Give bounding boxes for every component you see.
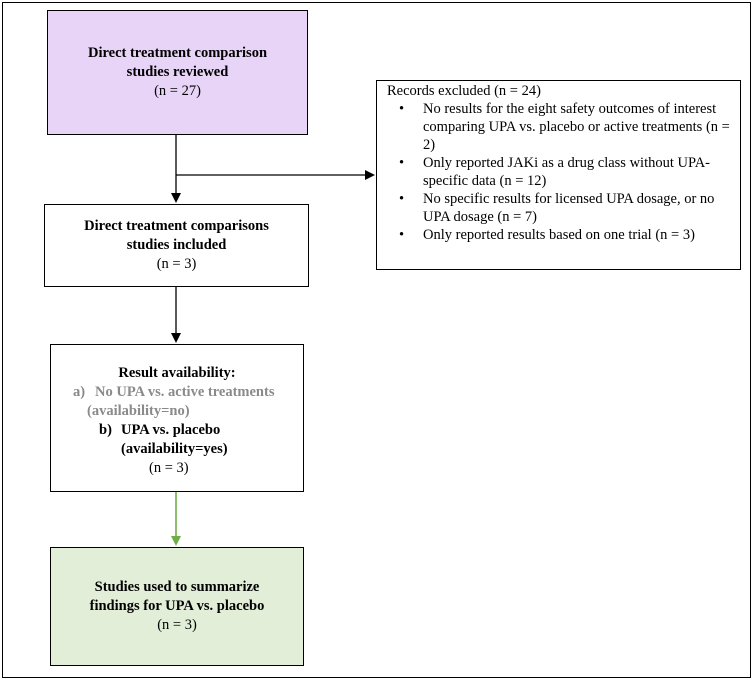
option-a-marker: a) — [73, 384, 86, 400]
option-b-marker: b) — [99, 422, 112, 438]
exclusion-reasons-list: No results for the eight safety outcomes… — [387, 100, 732, 244]
exclusion-reason: No specific results for licensed UPA dos… — [387, 190, 732, 226]
records-excluded-title: Records excluded (n = 24) — [387, 83, 541, 99]
studies-included-count: (n = 3) — [156, 256, 197, 272]
exclusion-reason: No results for the eight safety outcomes… — [387, 100, 732, 154]
exclusion-reason: Only reported JAKi as a drug class witho… — [387, 154, 732, 190]
studies-included-box: Direct treatment comparisons studies inc… — [44, 204, 309, 287]
studies-reviewed-box: Direct treatment comparison studies revi… — [47, 10, 308, 135]
studies-reviewed-count: (n = 27) — [154, 83, 201, 99]
result-availability-count: (n = 3) — [149, 460, 189, 476]
records-excluded-box: Records excluded (n = 24) No results for… — [376, 80, 741, 270]
result-availability-title: Result availability: — [118, 365, 236, 381]
studies-summary-box: Studies used to summarize findings for U… — [50, 547, 304, 666]
studies-summary-count: (n = 3) — [157, 617, 197, 633]
option-b: b) UPA vs. placebo (availability=yes) — [51, 421, 303, 459]
exclusion-reason: Only reported results based on one trial… — [387, 226, 732, 244]
result-availability-box: Result availability: a) No UPA vs. activ… — [50, 344, 304, 492]
option-a: a) No UPA vs. active treatments (availab… — [51, 383, 303, 421]
option-a-text: No UPA vs. active treatments (availabili… — [87, 384, 275, 419]
studies-summary-title: Studies used to summarize findings for U… — [89, 579, 265, 614]
option-b-text: UPA vs. placebo (availability=yes) — [121, 422, 228, 457]
studies-included-title: Direct treatment comparisons studies inc… — [84, 218, 269, 253]
studies-reviewed-title: Direct treatment comparison studies revi… — [87, 45, 268, 80]
